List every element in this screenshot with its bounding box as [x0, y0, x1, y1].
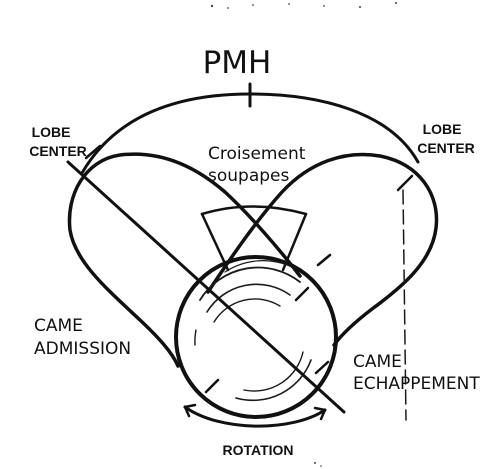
overlap-label: Croisement soupapes: [208, 144, 311, 186]
lobe-center-axis-line: [66, 160, 346, 414]
rotation-label: ROTATION: [222, 442, 293, 458]
intake-cam-profile: [67, 152, 302, 368]
scan-specks: [210, 2, 397, 467]
exhaust-cam-profile: [206, 152, 439, 347]
base-circle: [174, 255, 338, 419]
lobe-center-right-tick: [396, 174, 414, 192]
pmh-label: PMH: [203, 45, 272, 81]
lobe-center-left-tick: [84, 144, 102, 160]
rotation-arrow: [183, 403, 327, 428]
lobe-center-left-label: LOBE CENTER: [29, 124, 87, 159]
overlap-zone: [200, 205, 308, 272]
lobe-center-right-label: LOBE CENTER: [417, 121, 475, 156]
exhaust-cam-label: CAME ECHAPPEMENT: [353, 352, 480, 394]
intake-cam-label: CAME ADMISSION: [34, 316, 131, 359]
base-circle-ticks: [204, 253, 332, 394]
dashed-guide-line: [402, 189, 407, 421]
